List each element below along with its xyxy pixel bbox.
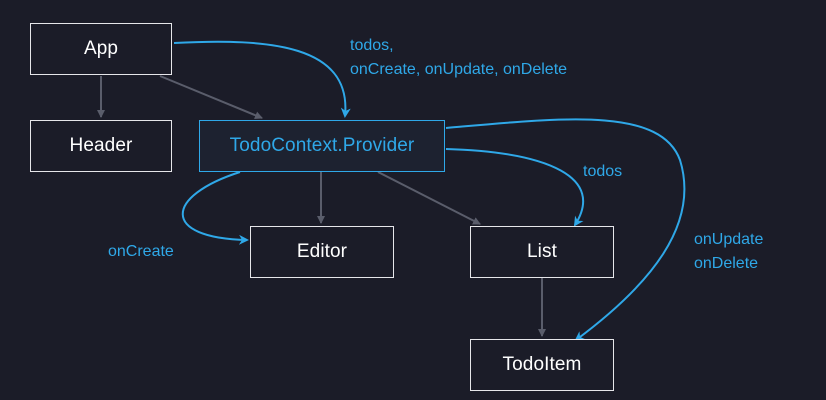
- label-callbacks-line: onCreate, onUpdate, onDelete: [350, 61, 568, 78]
- arrow-provider-to-list: [377, 171, 481, 225]
- flow-provider-to-editor: [181, 171, 249, 245]
- node-todoitem: TodoItem: [470, 339, 614, 391]
- label-ondelete: onDelete: [694, 255, 759, 272]
- node-todocontext-provider: TodoContext.Provider: [199, 120, 445, 172]
- node-todoitem-label: TodoItem: [502, 354, 582, 375]
- node-list-label: List: [527, 241, 557, 262]
- label-todos: todos: [583, 163, 623, 180]
- flow-provider-to-list: [445, 148, 585, 227]
- label-onupdate: onUpdate: [694, 231, 764, 248]
- label-app-to-provider: todos, onCreate, onUpdate, onDelete: [350, 34, 567, 82]
- label-todos-line: todos,: [350, 37, 394, 54]
- node-app: App: [30, 23, 172, 75]
- label-provider-to-todoitem: onUpdate onDelete: [694, 228, 763, 276]
- node-header-label: Header: [69, 135, 133, 156]
- node-editor-label: Editor: [296, 241, 348, 262]
- flow-app-to-provider: [173, 40, 351, 118]
- label-provider-to-list: todos: [583, 160, 622, 184]
- arrow-app-to-provider: [159, 75, 263, 120]
- node-editor: Editor: [250, 226, 394, 278]
- label-oncreate: onCreate: [108, 243, 174, 260]
- node-app-label: App: [83, 38, 119, 59]
- node-list: List: [470, 226, 614, 278]
- flow-provider-to-todoitem: [445, 118, 686, 342]
- node-header: Header: [30, 120, 172, 172]
- node-provider-label: TodoContext.Provider: [229, 135, 415, 156]
- label-provider-to-editor: onCreate: [108, 240, 174, 264]
